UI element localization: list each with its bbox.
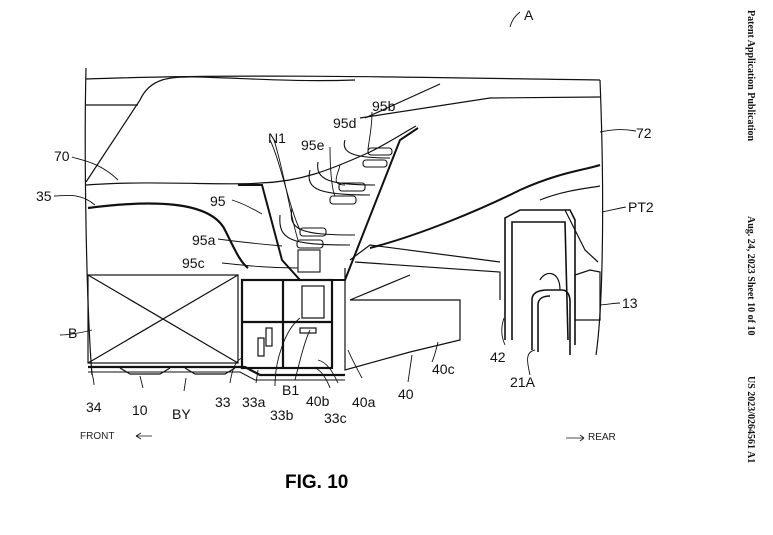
label-35: 35 (36, 188, 52, 204)
label-34: 34 (86, 399, 102, 415)
label-13: 13 (622, 295, 638, 311)
cross-member-33 (240, 278, 334, 370)
label-33: 33 (215, 394, 231, 410)
label-21A: 21A (510, 374, 535, 390)
label-42: 42 (490, 349, 506, 365)
label-33c: 33c (324, 410, 347, 426)
label-A: A (524, 7, 534, 23)
bracket-42 (504, 209, 576, 345)
front-direction-label: FRONT (80, 431, 115, 442)
label-40c: 40c (432, 361, 455, 377)
floor-10 (88, 365, 345, 377)
panel-72-lower (85, 125, 417, 186)
label-33b: 33b (270, 407, 294, 423)
label-N1: N1 (268, 130, 286, 146)
left-frame-edge (84, 67, 93, 376)
publication-title: Patent Application Publication (745, 10, 756, 142)
publication-number: US 2023/0264561 A1 (745, 376, 756, 464)
patent-header: Patent Application Publication Aug. 24, … (744, 0, 758, 535)
label-95b: 95b (372, 98, 396, 114)
roof-outline (85, 75, 601, 81)
label-BY: BY (172, 406, 191, 422)
shell-35 (87, 202, 249, 269)
label-33a: 33a (242, 394, 266, 410)
bracket-95 (238, 184, 301, 281)
label-72: 72 (636, 125, 652, 141)
block-13 (574, 269, 601, 321)
fasteners-95 (279, 139, 393, 273)
label-95d: 95d (333, 115, 357, 131)
label-PT2: PT2 (628, 199, 654, 215)
panel-72-upper (359, 96, 601, 119)
label-40b: 40b (306, 393, 330, 409)
member-40 (344, 268, 461, 371)
label-95e: 95e (301, 137, 325, 153)
label-95: 95 (210, 193, 226, 209)
bracket-21A (531, 289, 571, 355)
battery-B (87, 274, 239, 364)
label-95c: 95c (182, 255, 205, 271)
label-B1: B1 (282, 382, 300, 398)
label-40: 40 (398, 386, 414, 402)
right-frame-edge (595, 79, 604, 356)
figure-caption: FIG. 10 (285, 472, 349, 493)
front-arrow (135, 432, 152, 440)
label-70: 70 (54, 148, 70, 164)
rear-arrow (566, 434, 585, 442)
rear-direction-label: REAR (588, 432, 616, 443)
leader-lines (53, 11, 637, 392)
pillar-line (85, 76, 356, 183)
date-sheet: Aug. 24, 2023 Sheet 10 of 10 (745, 216, 756, 336)
label-95a: 95a (192, 232, 216, 248)
label-10: 10 (132, 402, 148, 418)
label-40a: 40a (352, 394, 376, 410)
label-B: B (68, 325, 78, 341)
